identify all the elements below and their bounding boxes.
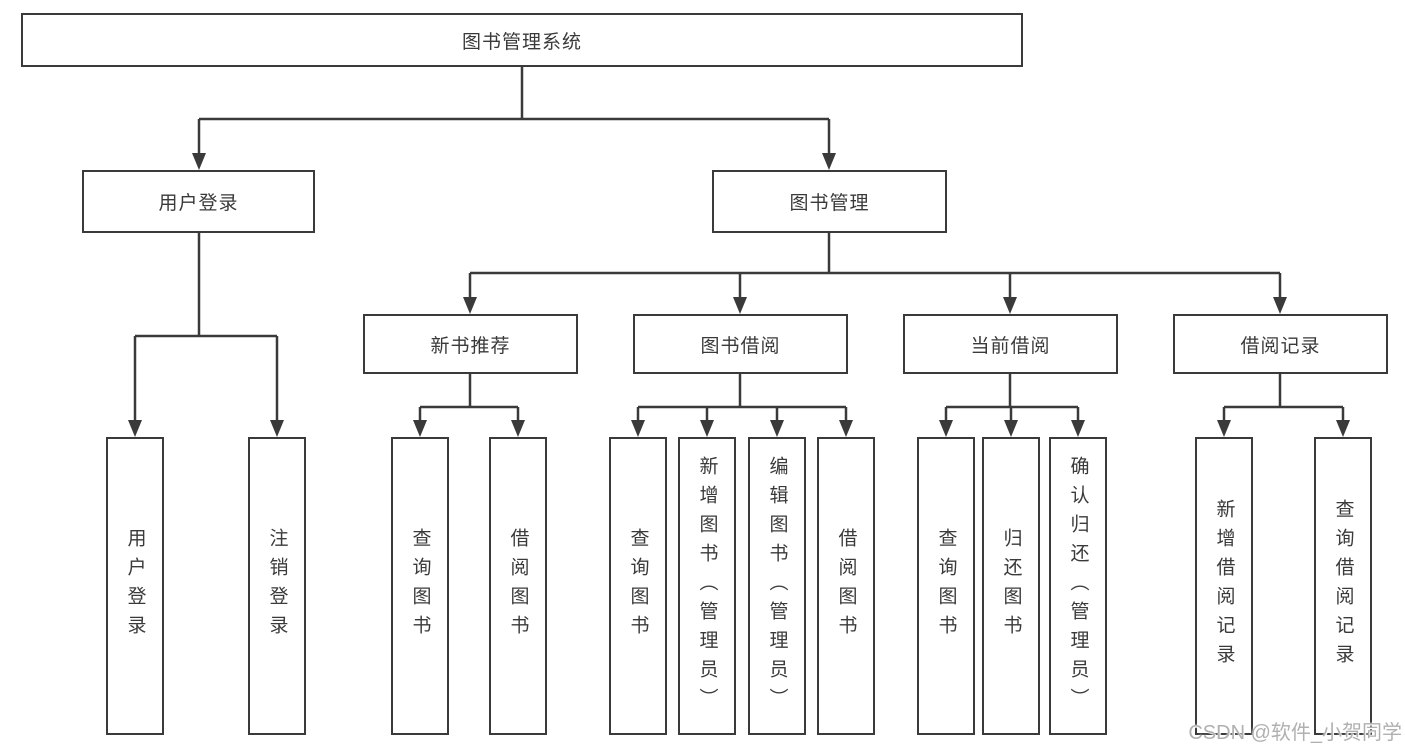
leaf-borrow-books: 借阅图书 xyxy=(817,437,875,735)
leaf-query-books-current: 查询图书 xyxy=(917,437,975,735)
node-library-management-system: 图书管理系统 xyxy=(21,13,1023,67)
leaf-confirm-return-admin: 确认归还（管理员） xyxy=(1049,437,1107,735)
node-book-borrow: 图书借阅 xyxy=(633,314,848,374)
leaf-query-books-recommend: 查询图书 xyxy=(391,437,449,735)
leaf-edit-books-admin: 编辑图书（管理员） xyxy=(748,437,806,735)
connector-user-login xyxy=(133,233,279,421)
node-current-borrow: 当前借阅 xyxy=(903,314,1118,374)
node-new-book-recommend: 新书推荐 xyxy=(363,314,578,374)
leaf-borrow-books-recommend: 借阅图书 xyxy=(489,437,547,735)
connector-book-mgmt xyxy=(468,233,1282,298)
connector-root xyxy=(197,67,831,154)
leaf-return-books: 归还图书 xyxy=(982,437,1040,735)
connector-new-book xyxy=(418,374,520,421)
leaf-query-books-borrow: 查询图书 xyxy=(609,437,667,735)
node-book-management: 图书管理 xyxy=(712,170,947,233)
connector-current-borrow xyxy=(944,374,1080,421)
leaf-add-borrow-record: 新增借阅记录 xyxy=(1195,437,1253,735)
leaf-add-books-admin: 新增图书（管理员） xyxy=(678,437,736,735)
connector-book-borrow xyxy=(636,374,848,421)
csdn-watermark: CSDN @软件_小贺同学 xyxy=(1188,722,1402,744)
leaf-user-login: 用户登录 xyxy=(106,437,164,735)
arrowheads xyxy=(128,153,1350,437)
connector-borrow-records xyxy=(1222,374,1345,421)
node-user-login: 用户登录 xyxy=(82,170,315,233)
node-borrow-records: 借阅记录 xyxy=(1173,314,1388,374)
leaf-logout: 注销登录 xyxy=(248,437,306,735)
leaf-query-borrow-record: 查询借阅记录 xyxy=(1314,437,1372,735)
